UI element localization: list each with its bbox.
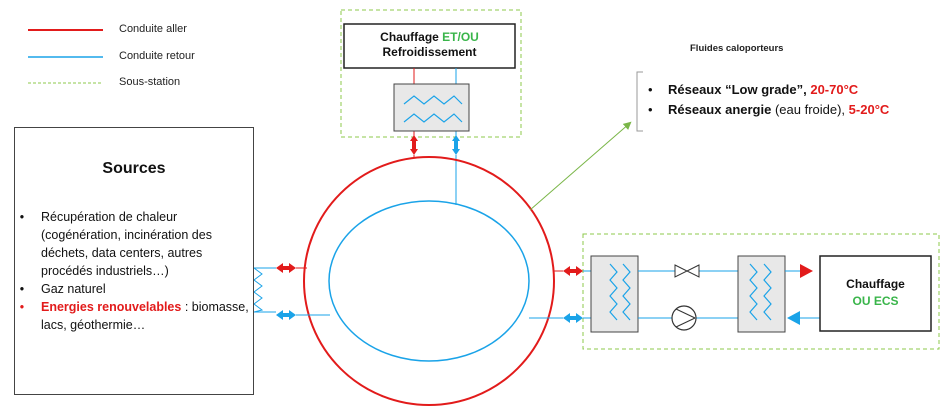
substation-heat-exchanger-2-icon [737,255,786,333]
supply-arrow-right-icon [800,264,813,278]
right-box-line2: OU ECS [852,294,899,308]
pump-icon [671,305,697,331]
fluids-pointer-line [529,121,632,211]
return-arrow-left-icon [787,311,800,325]
fluids-item-low-grade: •Réseaux “Low grade”, 20-70°C [648,82,859,97]
left-supply-double-arrow-icon [276,263,296,273]
right-box-title: Chauffage OU ECS [820,276,931,310]
sources-item-renewables: •Energies renouvelables : biomasse, lacs… [19,300,249,332]
right-box-line1: Chauffage [846,277,905,291]
sources-renewables-rest: : biomasse, lacs, géothermie… [41,300,249,332]
top-box-line1-prefix: Chauffage [380,30,443,44]
sources-item-heat-recovery: •Récupération de chaleur (cogénération, … [19,210,212,278]
legend-substation-label: Sous-station [119,76,181,88]
top-supply-double-arrow-icon [410,135,418,155]
legend-supply-label: Conduite aller [119,23,187,35]
left-heat-exchanger-icon [253,267,264,313]
sources-renewables-label: Energies renouvelables [41,300,182,314]
legend-return-label: Conduite retour [119,50,195,62]
top-box-title: Chauffage ET/OU Refroidissement [344,30,515,60]
top-box-line1-highlight: ET/OU [442,30,479,44]
left-return-double-arrow-icon [276,310,296,320]
sources-item-text: Récupération de chaleur (cogénération, i… [41,210,212,278]
fluids-list: •Réseaux “Low grade”, 20-70°C •Réseaux a… [648,80,889,120]
fluids-low-grade-label: Réseaux “Low grade” [668,82,804,97]
fluids-title: Fluides caloporteurs [690,43,784,54]
top-consumer-box [343,23,516,69]
fluids-low-grade-range: 20-70°C [810,82,859,97]
right-supply-double-arrow-icon [563,266,583,276]
fluids-bracket [636,71,643,132]
sources-item-text: Gaz naturel [41,282,106,296]
right-consumer-box [819,255,932,332]
sources-list: •Récupération de chaleur (cogénération, … [15,208,255,334]
sources-box: Sources •Récupération de chaleur (cogéné… [14,127,254,395]
valve-icon [674,264,700,278]
top-return-double-arrow-icon [452,135,460,155]
fluids-anergy-range: 5-20°C [848,102,890,117]
top-heat-exchanger-icon [393,83,470,132]
right-return-double-arrow-icon [563,313,583,323]
fluids-anergy-detail: (eau froide), [771,102,849,117]
sources-title: Sources [102,160,166,177]
return-ring [328,200,530,362]
sources-item-natural-gas: •Gaz naturel [19,282,106,296]
top-box-line2: Refroidissement [382,45,477,59]
supply-ring [303,156,555,406]
right-substation-frame [582,233,940,350]
fluids-item-anergy: •Réseaux anergie (eau froide), 5-20°C [648,102,890,117]
fluids-anergy-label: Réseaux anergie [668,102,772,117]
substation-heat-exchanger-1-icon [590,255,639,333]
